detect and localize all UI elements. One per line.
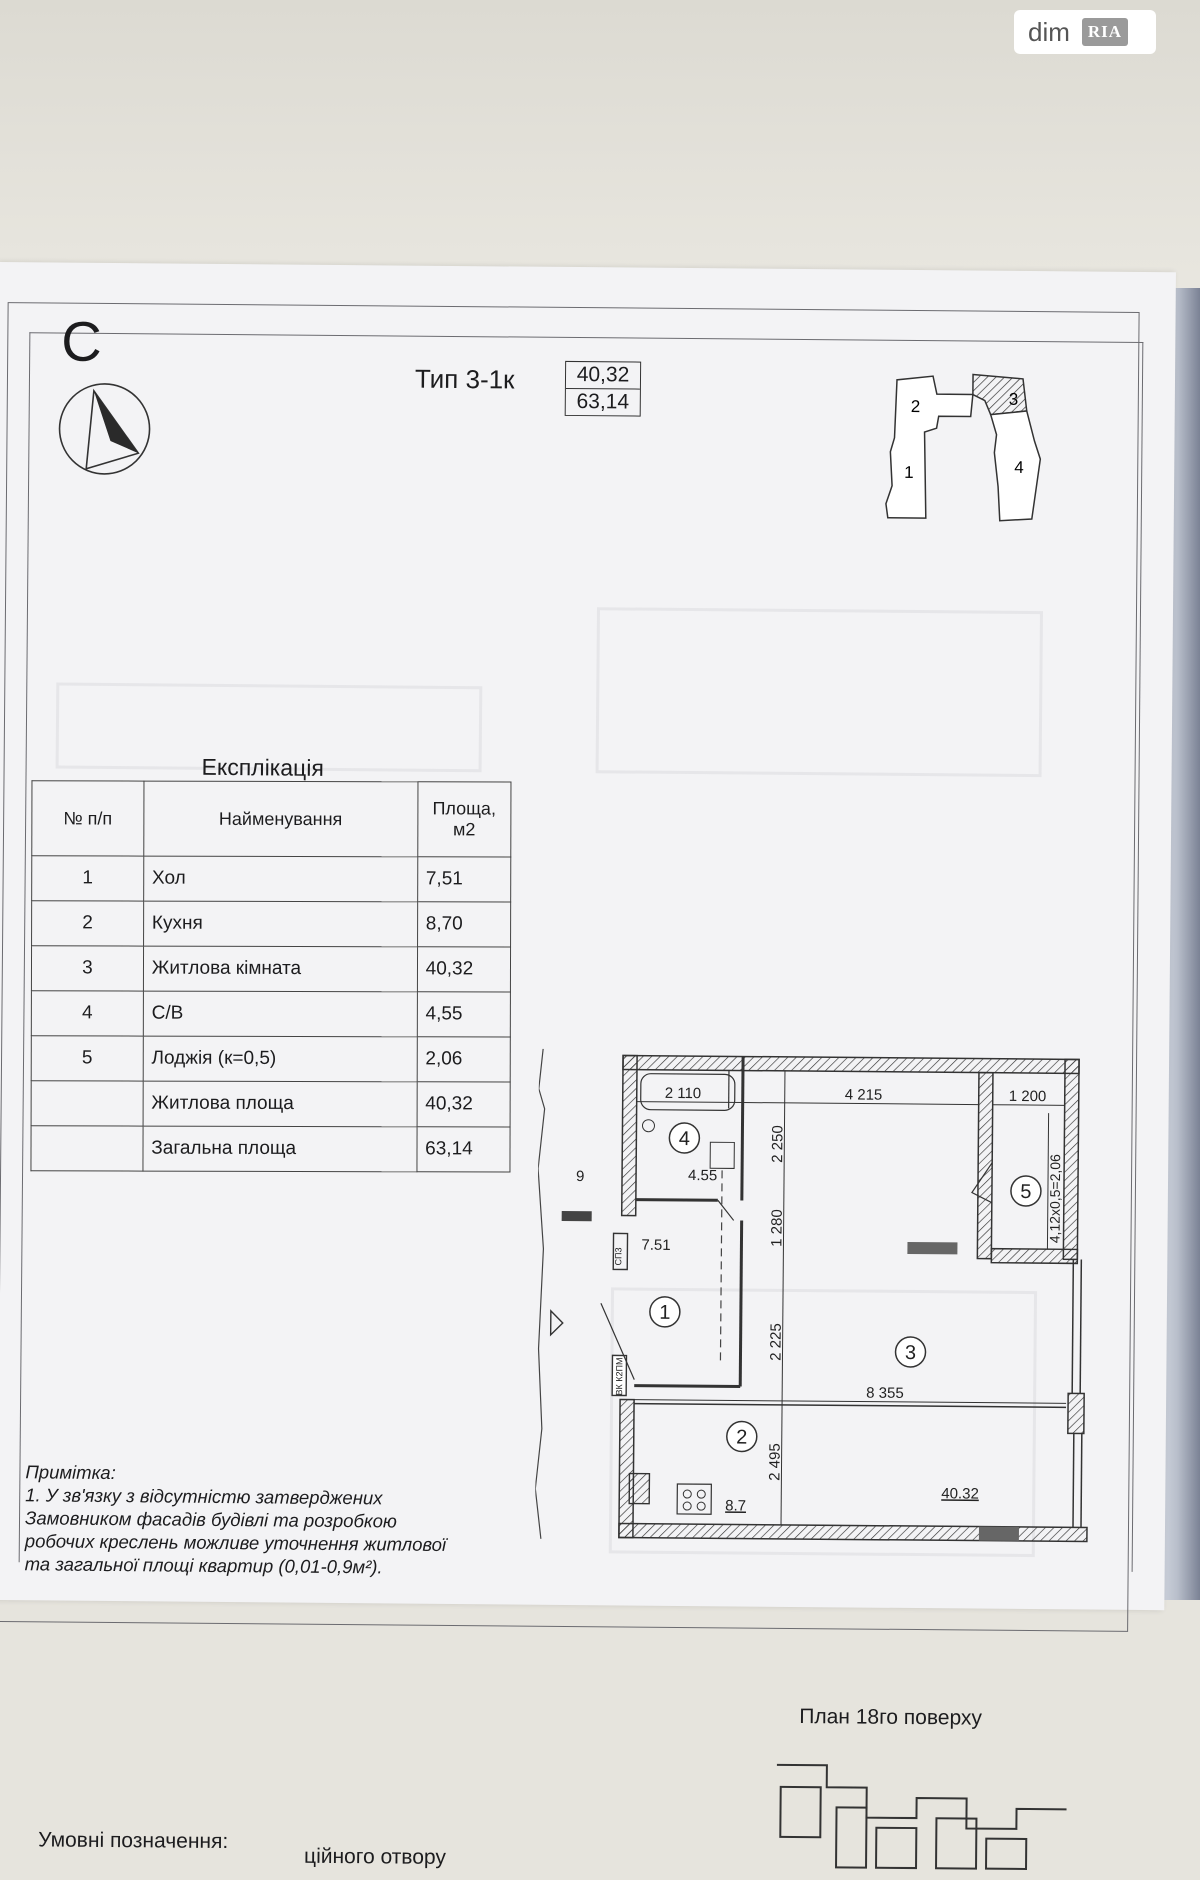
note-line: та загальної площі квартир (0,01-0,9м²). [25,1552,545,1580]
dim-2225: 2 225 [767,1323,784,1361]
floor-plan-title: План 18го поверху [799,1705,982,1731]
table-row: Житлова площа 40,32 [31,1081,510,1127]
row-name: Загальна площа [143,1126,417,1172]
wall-left-upper [622,1055,637,1215]
room-number-2: 2 [736,1426,747,1448]
table-row: 5 Лоджія (к=0,5) 2,06 [31,1036,510,1082]
room-number-5: 5 [1020,1181,1031,1203]
table-row: 1 Хол 7,51 [32,856,511,902]
watermark-site: dim [1028,17,1070,48]
row-number: 5 [31,1036,143,1081]
row-name: С/В [143,991,417,1037]
dim-9: 9 [576,1168,584,1185]
row-name: Кухня [143,901,417,947]
row-area: 8,70 [417,902,510,947]
table-row: 2 Кухня 8,70 [32,901,511,947]
dim-1200: 1 200 [1009,1088,1047,1105]
area-room-1: 7.51 [641,1237,670,1254]
table-row: 4 С/В 4,55 [31,991,510,1037]
row-number [31,1126,143,1171]
key-section-2: 2 [911,397,921,416]
dim-8355: 8 355 [866,1385,904,1402]
key-section-3: 3 [1009,390,1019,409]
explication-title: Експлікація [201,754,323,782]
table-row: Загальна площа 63,14 [31,1126,510,1172]
legend-item: ційного отвору [304,1845,446,1870]
area-room-4: 4.55 [688,1167,717,1184]
row-number: 2 [32,901,144,946]
note-block: Примітка: 1. У зв'язку з відсутністю зат… [25,1460,546,1580]
apartment-floor-plan: 2 110 4 215 1 200 8 355 9 2 250 1 280 2 … [535,1049,1099,1554]
header-number: № п/п [32,781,144,856]
row-number [31,1081,143,1126]
area-summary-box: 40,32 63,14 [565,361,641,417]
row-area: 2,06 [417,1037,510,1082]
dim-1280: 1 280 [768,1209,785,1247]
explication-table: № п/п Найменування Площа, м2 1 Хол 7,51 … [30,780,511,1172]
room-number-4: 4 [679,1128,690,1150]
table-row: 3 Житлова кімната 40,32 [31,946,510,992]
watermark-logo: RIA [1082,18,1128,46]
section-key-plan: 2 1 3 4 [884,368,1075,530]
apartment-type: Тип 3-1к [415,364,515,396]
wall-left-lower [619,1399,634,1537]
room-number-3: 3 [905,1342,916,1364]
row-name: Житлова площа [143,1081,417,1127]
dim-2250: 2 250 [769,1125,786,1163]
floor-plan-thumbnail [766,1757,1127,1880]
row-area: 40,32 [417,947,510,992]
table-header-row: № п/п Найменування Площа, м2 [32,781,511,857]
row-name: Лоджія (к=0,5) [143,1036,417,1082]
row-name: Житлова кімната [143,946,417,992]
watermark-badge: dim RIA [1014,10,1156,54]
sheet-letter: С [61,309,102,374]
row-area: 63,14 [417,1127,510,1172]
key-section-1: 1 [904,463,914,482]
total-area-value: 63,14 [566,388,640,416]
area-room-3: 40.32 [941,1485,979,1502]
key-section-4: 4 [1014,458,1024,477]
legend-title: Умовні позначення: [38,1828,228,1854]
shaft-tag: СП3 [613,1247,623,1265]
room-number-1: 1 [659,1302,670,1324]
north-arrow-icon [56,381,153,478]
header-name: Найменування [144,781,418,857]
row-area: 40,32 [417,1082,510,1127]
dim-loggia: 4,12x0,5=2,06 [1046,1154,1063,1243]
wall-top [623,1055,1079,1073]
show-through [596,607,1043,777]
dim-2495: 2 495 [766,1443,783,1481]
dim-4215: 4 215 [845,1086,883,1103]
row-number: 4 [31,991,143,1036]
riser-tag: ВК К2ПМ [614,1357,624,1395]
header-area: Площа, м2 [417,782,511,857]
row-name: Хол [143,856,417,902]
area-room-2: 8.7 [725,1497,746,1514]
row-area: 7,51 [417,857,510,902]
row-number: 1 [32,856,144,901]
living-area-value: 40,32 [566,362,640,389]
floor-plan-sheet: С Тип 3-1к 40,32 63,14 2 1 3 4 Експлікац… [0,262,1176,1610]
row-area: 4,55 [417,992,510,1037]
dim-2110: 2 110 [665,1085,702,1102]
wall-right-upper [1063,1059,1079,1259]
row-number: 3 [31,946,143,991]
